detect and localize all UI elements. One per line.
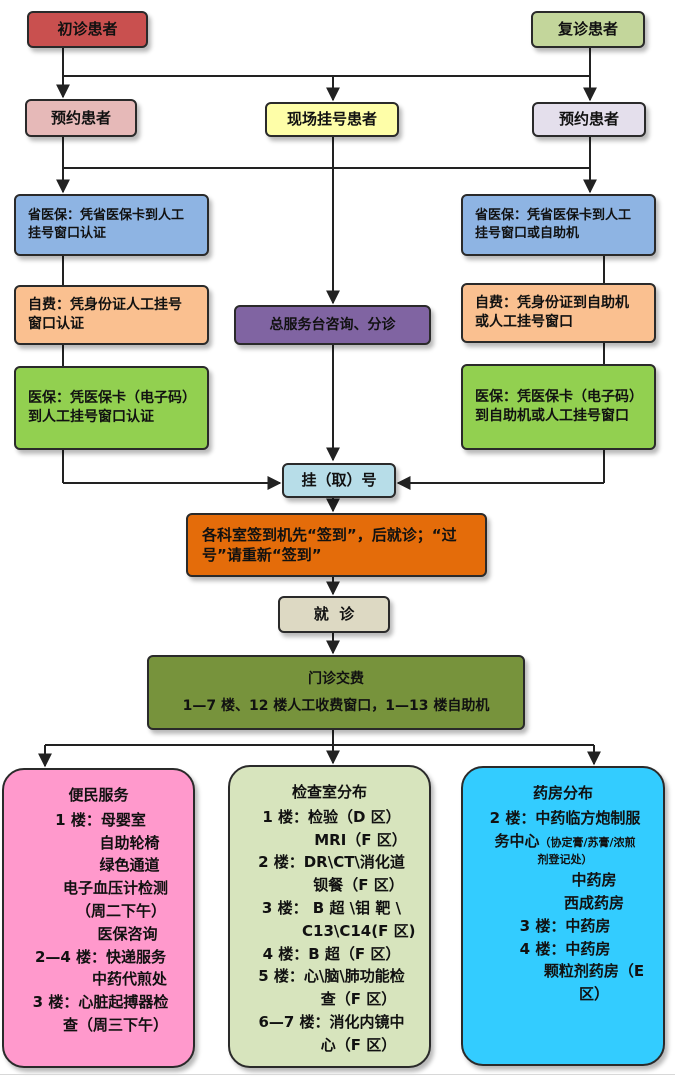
take-number-label: 挂（取）号 xyxy=(301,471,377,490)
outpatient-payment-box: 门诊交费 1—7 楼、12 楼人工收费窗口，1—13 楼自助机 xyxy=(147,655,525,730)
right-provincial-insurance-box: 省医保：凭省医保卡到人工挂号窗口或自助机 xyxy=(461,194,656,256)
pharmacy-center-label: 务中心 xyxy=(494,831,540,850)
left-self-pay-box: 自费：凭身份证人工挂号窗口认证 xyxy=(14,285,209,345)
exam-line: 4 楼：B 超（F 区） xyxy=(262,944,401,963)
services-line: 3 楼：心脏起搏器检 xyxy=(32,993,169,1012)
consult-label: 就 诊 xyxy=(313,605,355,624)
services-line: 自助轮椅 xyxy=(99,833,160,852)
pharmacy-line: 3 楼：中药房 xyxy=(519,916,611,935)
pharmacy-note: （协定膏/苏膏/浓煎 xyxy=(539,835,636,849)
pharmacy-title: 药房分布 xyxy=(532,784,593,802)
return-visit-box: 复诊患者 xyxy=(531,11,645,48)
exam-line: 5 楼：心\脑\肺功能检 xyxy=(258,967,405,986)
exam-rooms-title: 检查室分布 xyxy=(291,783,367,801)
convenience-services-panel: 便民服务 1 楼：母婴室 自助轮椅 绿色通道 电子血压计检测 （周二下午） 医保… xyxy=(2,768,195,1068)
right-self-pay-text: 自费：凭身份证到自助机或人工挂号窗口 xyxy=(475,295,629,330)
pharmacy-line: 中药房 xyxy=(571,871,617,890)
exam-line: 查（F 区） xyxy=(320,990,397,1009)
service-desk-box: 总服务台咨询、分诊 xyxy=(234,305,431,345)
first-visit-box: 初诊患者 xyxy=(27,11,148,48)
pharmacy-line: 务中心（协定膏/苏膏/浓煎 xyxy=(477,830,649,853)
payment-title: 门诊交费 xyxy=(308,670,364,687)
left-insurance-text: 医保：凭医保卡（电子码）到人工挂号窗口认证 xyxy=(28,390,189,425)
services-line: （周二下午） xyxy=(75,901,166,920)
left-self-pay-text: 自费：凭身份证人工挂号窗口认证 xyxy=(28,297,182,332)
exam-rooms-panel: 检查室分布 1 楼：检验（D 区） MRI（F 区） 2 楼：DR\CT\消化道… xyxy=(228,765,431,1068)
exam-line: 3 楼： B 超 \钼 靶 \ xyxy=(261,898,402,917)
services-line: 查（周三下午） xyxy=(62,1015,168,1034)
sign-in-box: 各科室签到机先“签到”，后就诊；“过号”请重新“签到” xyxy=(186,513,487,577)
pharmacy-line: 2 楼：中药临方炮制服 xyxy=(489,808,641,827)
right-appointment-box: 预约患者 xyxy=(532,102,646,137)
onsite-registration-box: 现场挂号患者 xyxy=(265,102,399,137)
pharmacy-line: 区） xyxy=(578,985,609,1004)
first-visit-label: 初诊患者 xyxy=(57,20,118,39)
left-appointment-box: 预约患者 xyxy=(25,99,137,137)
right-self-pay-box: 自费：凭身份证到自助机或人工挂号窗口 xyxy=(461,283,656,343)
exam-line: 6—7 楼：消化内镜中 xyxy=(258,1012,405,1031)
pharmacy-line: 西成药房 xyxy=(563,893,624,912)
services-line: 医保咨询 xyxy=(97,924,158,943)
exam-line: MRI（F 区） xyxy=(314,830,407,849)
services-line: 中药代煎处 xyxy=(91,970,167,989)
return-visit-label: 复诊患者 xyxy=(557,20,618,39)
services-line: 2—4 楼：快递服务 xyxy=(34,947,167,966)
services-line: 绿色通道 xyxy=(99,856,160,875)
right-appointment-label: 预约患者 xyxy=(558,110,619,129)
onsite-registration-label: 现场挂号患者 xyxy=(286,110,377,129)
left-provincial-insurance-box: 省医保：凭省医保卡到人工挂号窗口认证 xyxy=(14,194,209,256)
consult-box: 就 诊 xyxy=(278,596,390,633)
pharmacy-panel: 药房分布 2 楼：中药临方炮制服 务中心（协定膏/苏膏/浓煎 剂登记处） 中药房… xyxy=(461,766,665,1066)
left-insurance-box: 医保：凭医保卡（电子码）到人工挂号窗口认证 xyxy=(14,366,209,450)
convenience-services-title: 便民服务 xyxy=(68,786,129,804)
services-line: 电子血压计检测 xyxy=(62,879,168,898)
left-appointment-label: 预约患者 xyxy=(50,108,111,127)
services-line: 1 楼：母婴室 xyxy=(55,810,146,829)
right-provincial-insurance-text: 省医保：凭省医保卡到人工挂号窗口或自助机 xyxy=(475,208,632,241)
pharmacy-line: 颗粒剂药房（E xyxy=(543,962,645,981)
exam-line: C13\C14(F 区) xyxy=(302,921,416,940)
exam-line: 1 楼：检验（D 区） xyxy=(262,807,401,826)
exam-line: 心（F 区） xyxy=(320,1035,397,1054)
sign-in-text: 各科室签到机先“签到”，后就诊；“过号”请重新“签到” xyxy=(202,525,457,564)
exam-line: 钡餐（F 区） xyxy=(313,876,404,895)
right-insurance-box: 医保：凭医保卡（电子码）到自助机或人工挂号窗口 xyxy=(461,364,656,450)
service-desk-label: 总服务台咨询、分诊 xyxy=(269,316,396,333)
pharmacy-note: 剂登记处） xyxy=(537,853,593,867)
payment-detail: 1—7 楼、12 楼人工收费窗口，1—13 楼自助机 xyxy=(182,697,490,714)
right-insurance-text: 医保：凭医保卡（电子码）到自助机或人工挂号窗口 xyxy=(475,389,636,424)
pharmacy-line: 4 楼：中药房 xyxy=(519,939,611,958)
take-number-box: 挂（取）号 xyxy=(282,463,396,498)
left-provincial-insurance-text: 省医保：凭省医保卡到人工挂号窗口认证 xyxy=(28,208,185,241)
exam-line: 2 楼：DR\CT\消化道 xyxy=(258,853,405,872)
page-bottom-rule xyxy=(0,1074,675,1075)
